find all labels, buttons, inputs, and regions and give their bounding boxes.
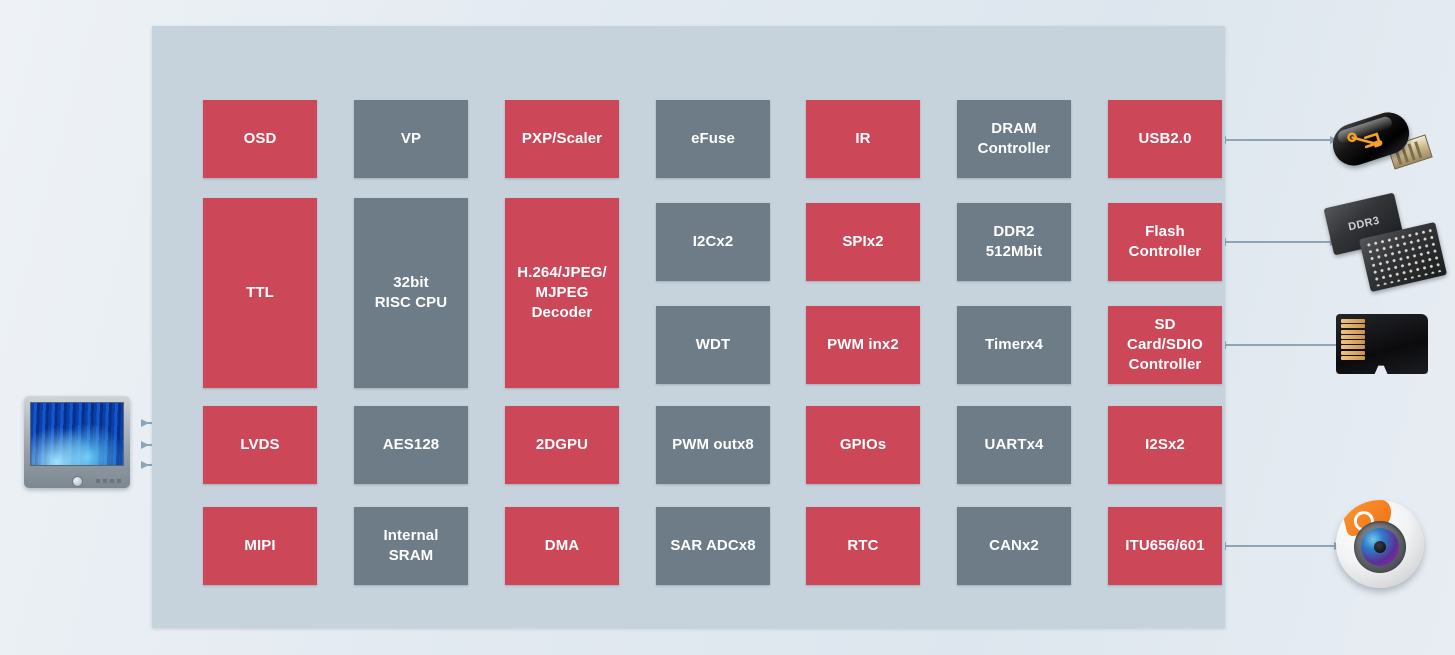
block-ir[interactable]: IR: [806, 100, 920, 178]
block-timerx4[interactable]: Timerx4: [957, 306, 1071, 384]
block-2dgpu[interactable]: 2DGPU: [505, 406, 619, 484]
monitor-screen: [30, 402, 124, 466]
block-dma[interactable]: DMA: [505, 507, 619, 585]
block-label-2dgpu: 2DGPU: [535, 436, 589, 454]
block-label-timerx4: Timerx4: [985, 336, 1043, 354]
block-label-dram-ctrl: DRAM Controller: [977, 120, 1051, 157]
block-aes128[interactable]: AES128: [354, 406, 468, 484]
block-label-aes128: AES128: [382, 436, 440, 454]
camera-body: [1336, 500, 1424, 588]
block-pwm-inx2[interactable]: PWM inx2: [806, 306, 920, 384]
block-label-spix2: SPIx2: [842, 233, 884, 251]
block-label-wdt: WDT: [695, 336, 731, 354]
block-label-lvds: LVDS: [240, 436, 280, 454]
block-gpios[interactable]: GPIOs: [806, 406, 920, 484]
block-label-sar-adcx8: SAR ADCx8: [670, 537, 756, 555]
block-rtc[interactable]: RTC: [806, 507, 920, 585]
camera-aperture: [1374, 540, 1386, 553]
block-label-pwm-inx2: PWM inx2: [827, 336, 899, 354]
block-label-rtc: RTC: [847, 537, 879, 555]
block-label-efuse: eFuse: [691, 130, 735, 148]
ddr3-label: DDR3: [1347, 214, 1381, 234]
block-label-usb20: USB2.0: [1138, 130, 1192, 148]
camera-module-icon: [1336, 500, 1424, 588]
block-ttl[interactable]: TTL: [203, 198, 317, 388]
block-lvds[interactable]: LVDS: [203, 406, 317, 484]
block-sar-adcx8[interactable]: SAR ADCx8: [656, 507, 770, 585]
block-label-flash-ctrl: Flash Controller: [1128, 223, 1202, 260]
block-label-ddr2: DDR2 512Mbit: [985, 223, 1043, 260]
block-usb20[interactable]: USB2.0: [1108, 100, 1222, 178]
block-flash-ctrl[interactable]: Flash Controller: [1108, 203, 1222, 281]
block-label-internal-sram: Internal SRAM: [383, 527, 439, 564]
block-osd[interactable]: OSD: [203, 100, 317, 178]
block-i2sx2[interactable]: I2Sx2: [1108, 406, 1222, 484]
block-ddr2[interactable]: DDR2 512Mbit: [957, 203, 1071, 281]
block-pwm-outx8[interactable]: PWM outx8: [656, 406, 770, 484]
block-label-ttl: TTL: [246, 284, 274, 302]
lcd-monitor-icon: [24, 396, 130, 488]
block-wdt[interactable]: WDT: [656, 306, 770, 384]
monitor-power-button[interactable]: [71, 475, 83, 487]
block-i2cx2[interactable]: I2Cx2: [656, 203, 770, 281]
usb-drive-body: [1327, 106, 1415, 172]
block-label-i2sx2: I2Sx2: [1145, 436, 1185, 454]
camera-lens: [1354, 520, 1406, 573]
block-label-codec: H.264/JPEG/ MJPEG Decoder: [517, 264, 607, 321]
usb-flash-drive-icon: [1327, 104, 1440, 182]
block-label-itu656-601: ITU656/601: [1125, 537, 1205, 555]
block-risc-cpu[interactable]: 32bit RISC CPU: [354, 198, 468, 388]
microsd-contacts: [1341, 319, 1365, 360]
microsd-card-icon: [1336, 314, 1428, 374]
block-label-sd-ctrl: SD Card/SDIO Controller: [1127, 316, 1203, 373]
block-spix2[interactable]: SPIx2: [806, 203, 920, 281]
block-pxp-scaler[interactable]: PXP/Scaler: [505, 100, 619, 178]
block-label-vp: VP: [400, 130, 422, 148]
block-label-osd: OSD: [243, 130, 277, 148]
ddr3-memory-icon: DDR3: [1323, 192, 1448, 293]
block-label-i2cx2: I2Cx2: [692, 233, 734, 251]
block-codec[interactable]: H.264/JPEG/ MJPEG Decoder: [505, 198, 619, 388]
block-label-pwm-outx8: PWM outx8: [672, 436, 754, 454]
block-label-mipi: MIPI: [244, 537, 276, 555]
block-itu656-601[interactable]: ITU656/601: [1108, 507, 1222, 585]
usb-trident-logo: [1347, 132, 1383, 149]
block-label-ir: IR: [855, 130, 871, 148]
block-dram-ctrl[interactable]: DRAM Controller: [957, 100, 1071, 178]
block-mipi[interactable]: MIPI: [203, 507, 317, 585]
block-label-gpios: GPIOs: [839, 436, 887, 454]
monitor-indicator-leds: [96, 479, 121, 483]
block-uartx4[interactable]: UARTx4: [957, 406, 1071, 484]
block-label-pxp-scaler: PXP/Scaler: [521, 130, 603, 148]
block-label-canx2: CANx2: [989, 537, 1039, 555]
block-label-uartx4: UARTx4: [984, 436, 1044, 454]
block-label-dma: DMA: [544, 537, 580, 555]
camera-lens-glass: [1361, 527, 1399, 566]
block-sd-ctrl[interactable]: SD Card/SDIO Controller: [1108, 306, 1222, 384]
block-efuse[interactable]: eFuse: [656, 100, 770, 178]
block-vp[interactable]: VP: [354, 100, 468, 178]
block-internal-sram[interactable]: Internal SRAM: [354, 507, 468, 585]
block-label-risc-cpu: 32bit RISC CPU: [374, 274, 448, 311]
block-canx2[interactable]: CANx2: [957, 507, 1071, 585]
